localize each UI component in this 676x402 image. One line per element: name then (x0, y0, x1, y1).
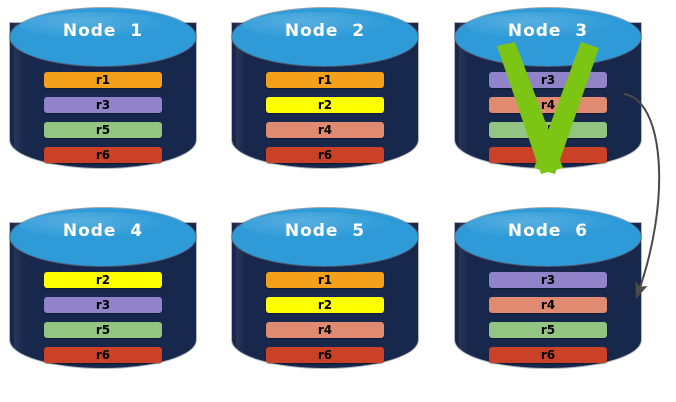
record-bar[interactable]: r2 (44, 272, 162, 288)
record-list-3: r3 r4 r5 r6 (489, 72, 607, 163)
record-bar[interactable]: r6 (489, 147, 607, 163)
record-list-4: r2 r3 r5 r6 (44, 272, 162, 363)
node-title-6: Node 6 (507, 221, 589, 241)
node-title-1: Node 1 (62, 21, 144, 41)
node-cylinder-3[interactable]: Node 3 r3 r4 r5 r6 (455, 8, 641, 183)
node-cylinder-6[interactable]: Node 6 r3 r4 r5 r6 (455, 208, 641, 383)
record-bar[interactable]: r2 (266, 297, 384, 313)
record-list-2: r1 r2 r4 r6 (266, 72, 384, 163)
node-cylinder-4[interactable]: Node 4 r2 r3 r5 r6 (10, 208, 196, 383)
record-bar[interactable]: r5 (44, 322, 162, 338)
record-bar[interactable]: r6 (489, 347, 607, 363)
record-list-5: r1 r2 r4 r6 (266, 272, 384, 363)
record-bar[interactable]: r3 (44, 97, 162, 113)
record-bar[interactable]: r4 (266, 322, 384, 338)
record-bar[interactable]: r4 (489, 97, 607, 113)
record-bar[interactable]: r5 (44, 122, 162, 138)
node-cylinder-1[interactable]: Node 1 r1 r3 r5 r6 (10, 8, 196, 183)
record-bar[interactable]: r6 (44, 147, 162, 163)
record-bar[interactable]: r3 (489, 272, 607, 288)
record-bar[interactable]: r5 (489, 322, 607, 338)
record-bar[interactable]: r2 (266, 97, 384, 113)
record-bar[interactable]: r6 (266, 347, 384, 363)
record-bar[interactable]: r3 (489, 72, 607, 88)
node-title-4: Node 4 (62, 221, 144, 241)
node-title-3: Node 3 (507, 21, 589, 41)
node-title-5: Node 5 (284, 221, 366, 241)
record-bar[interactable]: r4 (266, 122, 384, 138)
record-bar[interactable]: r1 (44, 72, 162, 88)
node-title-2: Node 2 (284, 21, 366, 41)
node-cylinder-2[interactable]: Node 2 r1 r2 r4 r6 (232, 8, 418, 183)
record-list-6: r3 r4 r5 r6 (489, 272, 607, 363)
record-bar[interactable]: r1 (266, 272, 384, 288)
record-bar[interactable]: r5 (489, 122, 607, 138)
record-bar[interactable]: r6 (266, 147, 384, 163)
record-bar[interactable]: r1 (266, 72, 384, 88)
record-list-1: r1 r3 r5 r6 (44, 72, 162, 163)
node-cylinder-5[interactable]: Node 5 r1 r2 r4 r6 (232, 208, 418, 383)
record-bar[interactable]: r3 (44, 297, 162, 313)
record-bar[interactable]: r6 (44, 347, 162, 363)
record-bar[interactable]: r4 (489, 297, 607, 313)
